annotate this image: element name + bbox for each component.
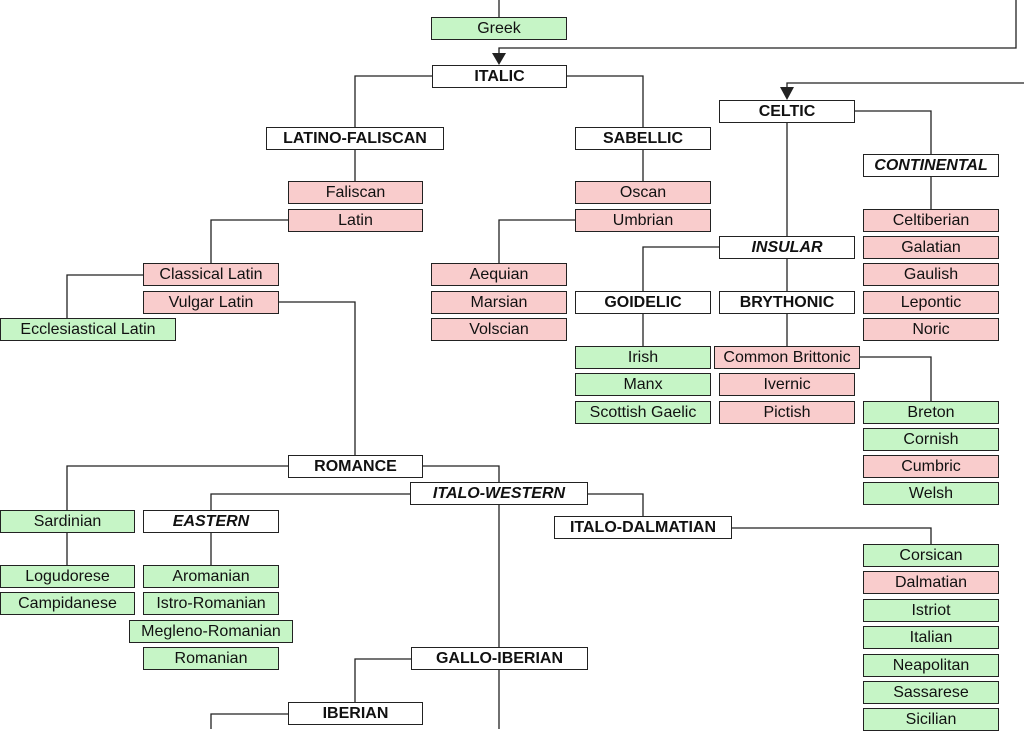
node-sabellic: SABELLIC [575,127,711,150]
node-italo-western: ITALO-WESTERN [410,482,588,505]
node-common-brittonic: Common Brittonic [714,346,860,369]
node-gallo-iberian: GALLO-IBERIAN [411,647,588,670]
node-noric: Noric [863,318,999,341]
node-aromanian: Aromanian [143,565,279,588]
node-campidanese: Campidanese [0,592,135,615]
node-sicilian: Sicilian [863,708,999,731]
node-latino-faliscan: LATINO-FALISCAN [266,127,444,150]
node-dalmatian: Dalmatian [863,571,999,594]
node-marsian: Marsian [431,291,567,314]
node-logudorese: Logudorese [0,565,135,588]
node-latin: Latin [288,209,423,232]
node-neapolitan: Neapolitan [863,654,999,677]
node-romance: ROMANCE [288,455,423,478]
node-istro-romanian: Istro-Romanian [143,592,279,615]
node-classical-latin: Classical Latin [143,263,279,286]
node-vulgar-latin: Vulgar Latin [143,291,279,314]
node-lepontic: Lepontic [863,291,999,314]
node-eastern: EASTERN [143,510,279,533]
node-breton: Breton [863,401,999,424]
node-faliscan: Faliscan [288,181,423,204]
node-insular: INSULAR [719,236,855,259]
node-celtiberian: Celtiberian [863,209,999,232]
node-gaulish: Gaulish [863,263,999,286]
node-sardinian: Sardinian [0,510,135,533]
node-galatian: Galatian [863,236,999,259]
node-ivernic: Ivernic [719,373,855,396]
node-pictish: Pictish [719,401,855,424]
node-istriot: Istriot [863,599,999,622]
node-greek: Greek [431,17,567,40]
node-italo-dalmatian: ITALO-DALMATIAN [554,516,732,539]
node-irish: Irish [575,346,711,369]
node-aequian: Aequian [431,263,567,286]
node-goidelic: GOIDELIC [575,291,711,314]
node-corsican: Corsican [863,544,999,567]
node-cornish: Cornish [863,428,999,451]
node-brythonic: BRYTHONIC [719,291,855,314]
node-italic: ITALIC [432,65,567,88]
node-iberian: IBERIAN [288,702,423,725]
node-megleno-romanian: Megleno-Romanian [129,620,293,643]
node-volscian: Volscian [431,318,567,341]
node-romanian: Romanian [143,647,279,670]
node-scottish-gaelic: Scottish Gaelic [575,401,711,424]
node-cumbric: Cumbric [863,455,999,478]
node-ecclesiastical-latin: Ecclesiastical Latin [0,318,176,341]
node-welsh: Welsh [863,482,999,505]
node-umbrian: Umbrian [575,209,711,232]
node-celtic: CELTIC [719,100,855,123]
node-sassarese: Sassarese [863,681,999,704]
node-continental: CONTINENTAL [863,154,999,177]
node-italian: Italian [863,626,999,649]
node-oscan: Oscan [575,181,711,204]
node-manx: Manx [575,373,711,396]
